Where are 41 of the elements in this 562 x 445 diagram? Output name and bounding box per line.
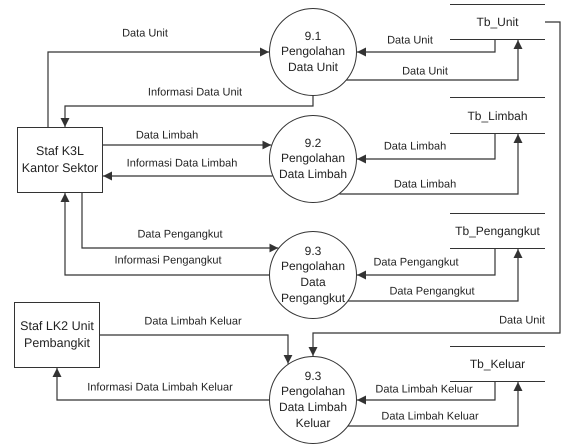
data-store [450,4,545,40]
node-label: Pengolahan Data Pengangkut [280,259,346,306]
data-store [450,213,545,249]
arrow [47,48,269,127]
node-label: Pengolahan Data Limbah Keluar [278,384,348,432]
arrow [308,21,561,356]
arrow [357,134,496,164]
process-number: 9.1 [304,28,322,44]
arrow [357,382,496,404]
process-number: 9.2 [304,136,322,152]
arrow [100,334,292,364]
node-label: Tb_Unit [476,15,519,29]
edge-label: Data Pengangkut [372,256,460,270]
node-label: Tb_Pengangkut [455,224,540,238]
data-store [450,346,545,382]
process-number: 9.3 [304,244,322,260]
arrow [103,172,272,180]
arrow [339,134,522,195]
arrow [357,40,496,56]
arrow [81,193,278,252]
edge-label: Data Pengangkut [136,228,224,242]
external-entity-box [17,127,103,193]
process-number: 9.3 [304,368,322,384]
edge-label: Informasi Pengangkut [112,254,224,268]
arrow [60,96,314,127]
node-label: Tb_Limbah [467,108,528,122]
node-label: Staf LK2 Unit Pembangkit [19,318,95,352]
arrow [346,40,522,81]
data-store [450,97,545,134]
node-label: Pengolahan Data Unit [280,44,346,76]
arrow [347,382,522,428]
node-label: Tb_Keluar [470,357,526,371]
edge-label: Data Pengangkut [388,285,476,299]
node-label: Staf K3L Kantor Sektor [20,143,100,177]
arrow [347,249,522,302]
external-entity-box [14,302,100,368]
arrow [52,368,269,401]
arrow [60,193,269,276]
arrow [357,249,496,280]
node-label: Pengolahan Data Limbah [278,151,348,182]
arrow [103,140,272,150]
